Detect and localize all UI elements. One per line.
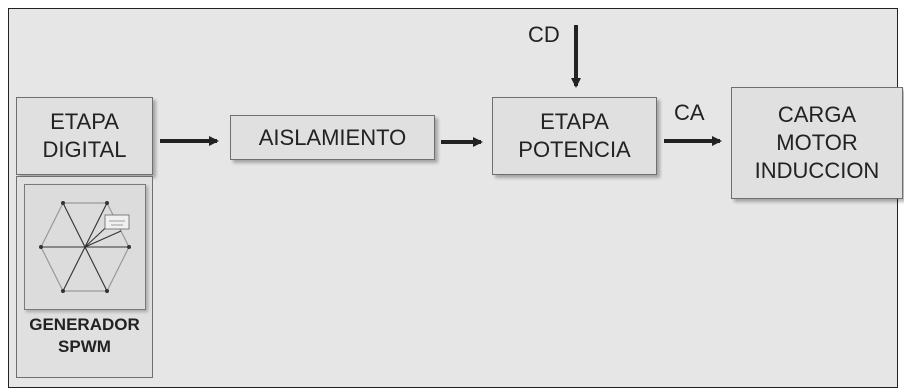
block-etapa-potencia: ETAPA POTENCIA	[492, 97, 657, 175]
block-etapa-digital: ETAPA DIGITAL	[16, 97, 153, 175]
etapa-digital-line2: DIGITAL	[42, 137, 127, 162]
carga-line2: MOTOR	[776, 130, 858, 155]
generador-line1: GENERADOR	[29, 315, 140, 334]
spwm-hexagon-icon	[24, 184, 146, 310]
generador-line2: SPWM	[58, 337, 111, 356]
label-ca: CA	[674, 100, 705, 125]
label-cd: CD	[528, 22, 560, 47]
block-aislamiento: AISLAMIENTO	[230, 115, 435, 160]
carga-line3: INDUCCION	[754, 158, 880, 183]
etapa-potencia-line2: POTENCIA	[518, 137, 631, 162]
block-carga-motor-induccion: CARGA MOTOR INDUCCION	[731, 87, 903, 199]
carga-line1: CARGA	[777, 102, 857, 127]
etapa-digital-line1: ETAPA	[50, 109, 119, 134]
generador-spwm-label: GENERADOR SPWM	[16, 314, 153, 358]
etapa-potencia-line1: ETAPA	[540, 109, 609, 134]
aislamiento-label: AISLAMIENTO	[258, 124, 407, 150]
